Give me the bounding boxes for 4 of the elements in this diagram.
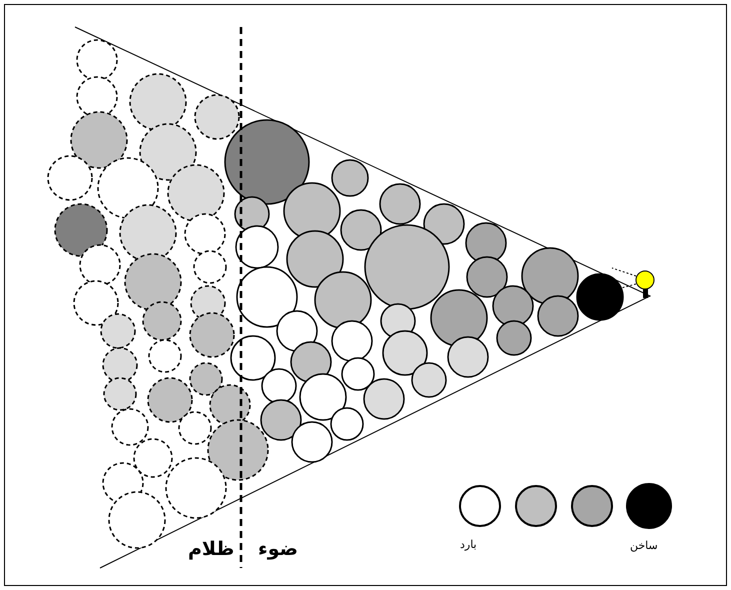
region-label: ظلام	[188, 540, 234, 559]
scale-label: بارد	[460, 539, 477, 550]
scale-label: ساخن	[630, 540, 658, 551]
region-label: ضوء	[258, 540, 298, 559]
